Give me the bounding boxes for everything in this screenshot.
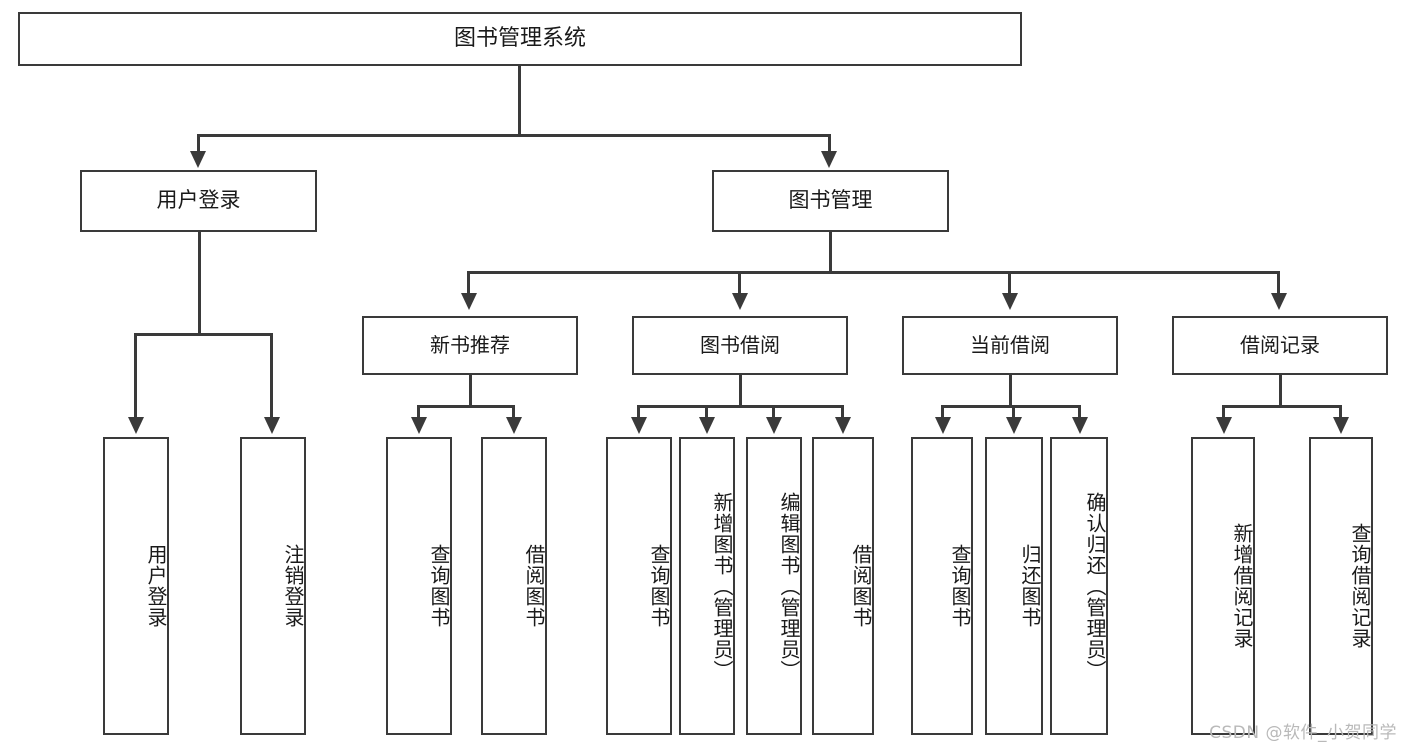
node-label: 图书管理	[788, 188, 873, 213]
node-root-book-management-system[interactable]: 图书管理系统	[18, 12, 1022, 66]
csdn-watermark: CSDN @软件_小贺同学	[1209, 723, 1397, 743]
node-label: 图书借阅	[700, 333, 780, 358]
node-label: 查询借阅记录	[1348, 523, 1372, 649]
node-leaf-query-book-recommend[interactable]: 查询图书	[386, 437, 452, 735]
node-leaf-borrow-book-recommend[interactable]: 借阅图书	[481, 437, 547, 735]
edge-to-borrow-record	[1277, 271, 1280, 295]
edge-level2-bus	[467, 271, 1279, 274]
node-book-borrow[interactable]: 图书借阅	[632, 316, 848, 375]
edge-current-borrow-stem	[1009, 375, 1012, 407]
node-leaf-confirm-return-admin[interactable]: 确认归还（管理员）	[1050, 437, 1108, 735]
edge-to-user-login	[197, 134, 200, 153]
edge-user-login-drop-1	[134, 333, 137, 419]
arrowhead-to-current-borrow	[1002, 293, 1018, 310]
node-label: 用户登录	[156, 188, 241, 213]
arrowhead-leaf-query-book-3	[935, 417, 951, 434]
edge-user-login-drop-2	[270, 333, 273, 419]
node-label: 归还图书	[1018, 544, 1042, 628]
edge-borrow-record-drop-2	[1339, 405, 1342, 419]
arrowhead-leaf-edit-book-admin	[766, 417, 782, 434]
edge-to-new-book-recommend	[467, 271, 470, 295]
edge-book-borrow-bus	[637, 405, 843, 408]
node-label: 图书管理系统	[453, 25, 586, 51]
arrowhead-to-user-login	[190, 151, 206, 168]
node-label: 确认归还（管理员）	[1083, 491, 1107, 681]
edge-new-book-recommend-drop-2	[512, 405, 515, 419]
arrowhead-leaf-user-login	[128, 417, 144, 434]
edge-user-login-stem	[198, 232, 201, 335]
node-leaf-query-book-current[interactable]: 查询图书	[911, 437, 973, 735]
node-leaf-edit-book-admin[interactable]: 编辑图书（管理员）	[746, 437, 802, 735]
node-label: 新书推荐	[430, 333, 510, 358]
edge-book-management-stem	[829, 232, 832, 273]
edge-book-borrow-drop-4	[841, 405, 844, 419]
edge-book-borrow-drop-3	[772, 405, 775, 419]
edge-book-borrow-stem	[739, 375, 742, 407]
edge-user-login-bus	[134, 333, 270, 336]
arrowhead-leaf-query-borrow-record	[1333, 417, 1349, 434]
arrowhead-leaf-borrow-book-2	[835, 417, 851, 434]
arrowhead-to-book-borrow	[732, 293, 748, 310]
edge-current-borrow-drop-3	[1078, 405, 1081, 419]
node-label: 编辑图书（管理员）	[777, 491, 801, 681]
node-label: 借阅图书	[522, 544, 546, 628]
node-label: 用户登录	[144, 544, 168, 628]
arrowhead-leaf-add-book-admin	[699, 417, 715, 434]
node-leaf-add-borrow-record[interactable]: 新增借阅记录	[1191, 437, 1255, 735]
node-label: 借阅记录	[1240, 333, 1320, 358]
edge-to-book-management	[828, 134, 831, 153]
node-leaf-query-borrow-record[interactable]: 查询借阅记录	[1309, 437, 1373, 735]
edge-new-book-recommend-bus	[417, 405, 515, 408]
node-book-management[interactable]: 图书管理	[712, 170, 949, 232]
edge-book-borrow-drop-1	[637, 405, 640, 419]
edge-current-borrow-bus	[941, 405, 1078, 408]
edge-to-book-borrow	[738, 271, 741, 295]
node-user-login[interactable]: 用户登录	[80, 170, 317, 232]
edge-root-stem	[518, 66, 521, 136]
node-label: 新增图书（管理员）	[710, 491, 734, 681]
node-label: 新增借阅记录	[1230, 523, 1254, 649]
node-label: 注销登录	[281, 544, 305, 628]
node-leaf-return-book[interactable]: 归还图书	[985, 437, 1043, 735]
arrowhead-leaf-confirm-return-admin	[1072, 417, 1088, 434]
edge-borrow-record-stem	[1279, 375, 1282, 407]
node-current-borrow[interactable]: 当前借阅	[902, 316, 1118, 375]
node-leaf-user-login[interactable]: 用户登录	[103, 437, 169, 735]
node-label: 查询图书	[948, 544, 972, 628]
arrowhead-to-book-management	[821, 151, 837, 168]
node-label: 查询图书	[647, 544, 671, 628]
arrowhead-leaf-borrow-book-1	[506, 417, 522, 434]
node-label: 查询图书	[427, 544, 451, 628]
edge-new-book-recommend-stem	[469, 375, 472, 407]
arrowhead-leaf-user-logout	[264, 417, 280, 434]
edge-current-borrow-drop-2	[1012, 405, 1015, 419]
edge-to-current-borrow	[1008, 271, 1011, 295]
arrowhead-leaf-query-book-2	[631, 417, 647, 434]
edge-borrow-record-drop-1	[1222, 405, 1225, 419]
edge-book-borrow-drop-2	[705, 405, 708, 419]
edge-borrow-record-bus	[1222, 405, 1342, 408]
edge-new-book-recommend-drop-1	[417, 405, 420, 419]
arrowhead-to-borrow-record	[1271, 293, 1287, 310]
node-leaf-user-logout[interactable]: 注销登录	[240, 437, 306, 735]
edge-level1-bus	[197, 134, 831, 137]
edge-current-borrow-drop-1	[941, 405, 944, 419]
node-borrow-record[interactable]: 借阅记录	[1172, 316, 1388, 375]
arrowhead-to-new-book-recommend	[461, 293, 477, 310]
node-leaf-query-book-borrow[interactable]: 查询图书	[606, 437, 672, 735]
node-leaf-add-book-admin[interactable]: 新增图书（管理员）	[679, 437, 735, 735]
arrowhead-leaf-add-borrow-record	[1216, 417, 1232, 434]
node-new-book-recommend[interactable]: 新书推荐	[362, 316, 578, 375]
node-leaf-borrow-book-borrow[interactable]: 借阅图书	[812, 437, 874, 735]
node-label: 当前借阅	[970, 333, 1050, 358]
arrowhead-leaf-query-book-1	[411, 417, 427, 434]
arrowhead-leaf-return-book	[1006, 417, 1022, 434]
node-label: 借阅图书	[849, 544, 873, 628]
